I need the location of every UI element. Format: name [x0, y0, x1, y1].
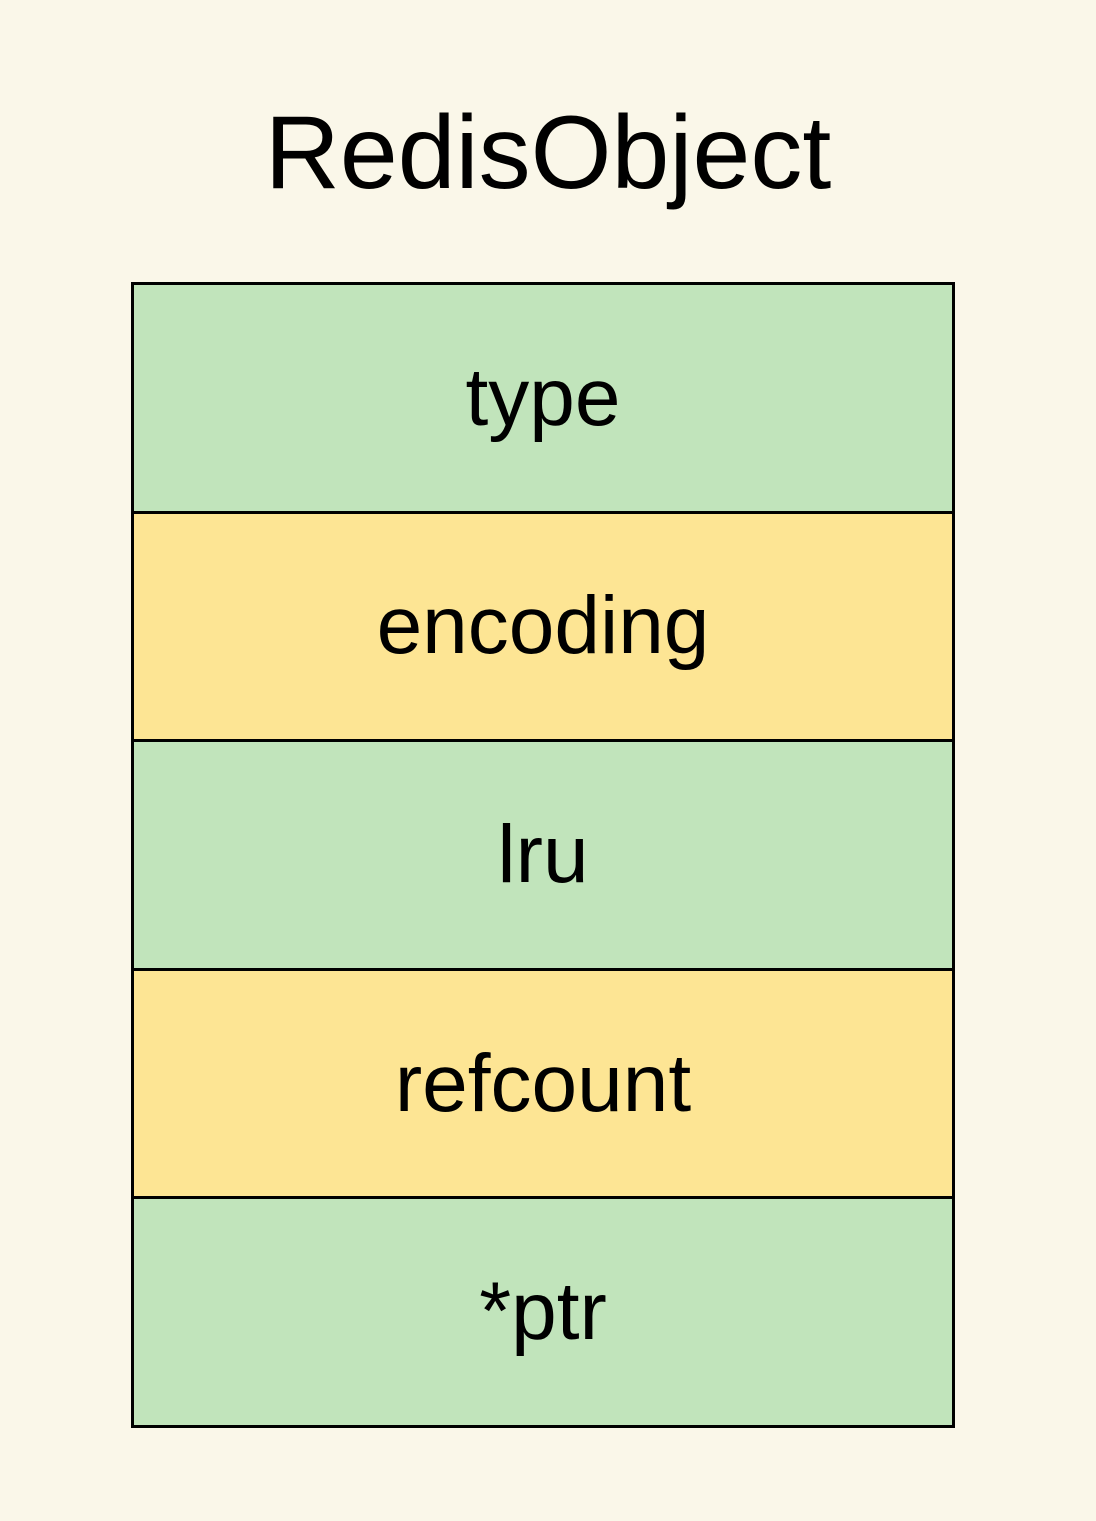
field-label-refcount: refcount	[394, 1037, 692, 1129]
struct-row-refcount: refcount	[134, 967, 952, 1197]
page-title: RedisObject	[264, 95, 832, 211]
field-label-type: type	[465, 351, 621, 443]
struct-row-lru: lru	[134, 739, 952, 968]
redis-object-struct-table: type encoding lru refcount *ptr	[131, 282, 955, 1428]
struct-row-type: type	[134, 285, 952, 511]
field-label-lru: lru	[497, 808, 589, 900]
field-label-ptr: *ptr	[479, 1266, 607, 1358]
struct-row-encoding: encoding	[134, 510, 952, 740]
field-label-encoding: encoding	[376, 580, 710, 672]
struct-row-ptr: *ptr	[134, 1196, 952, 1425]
